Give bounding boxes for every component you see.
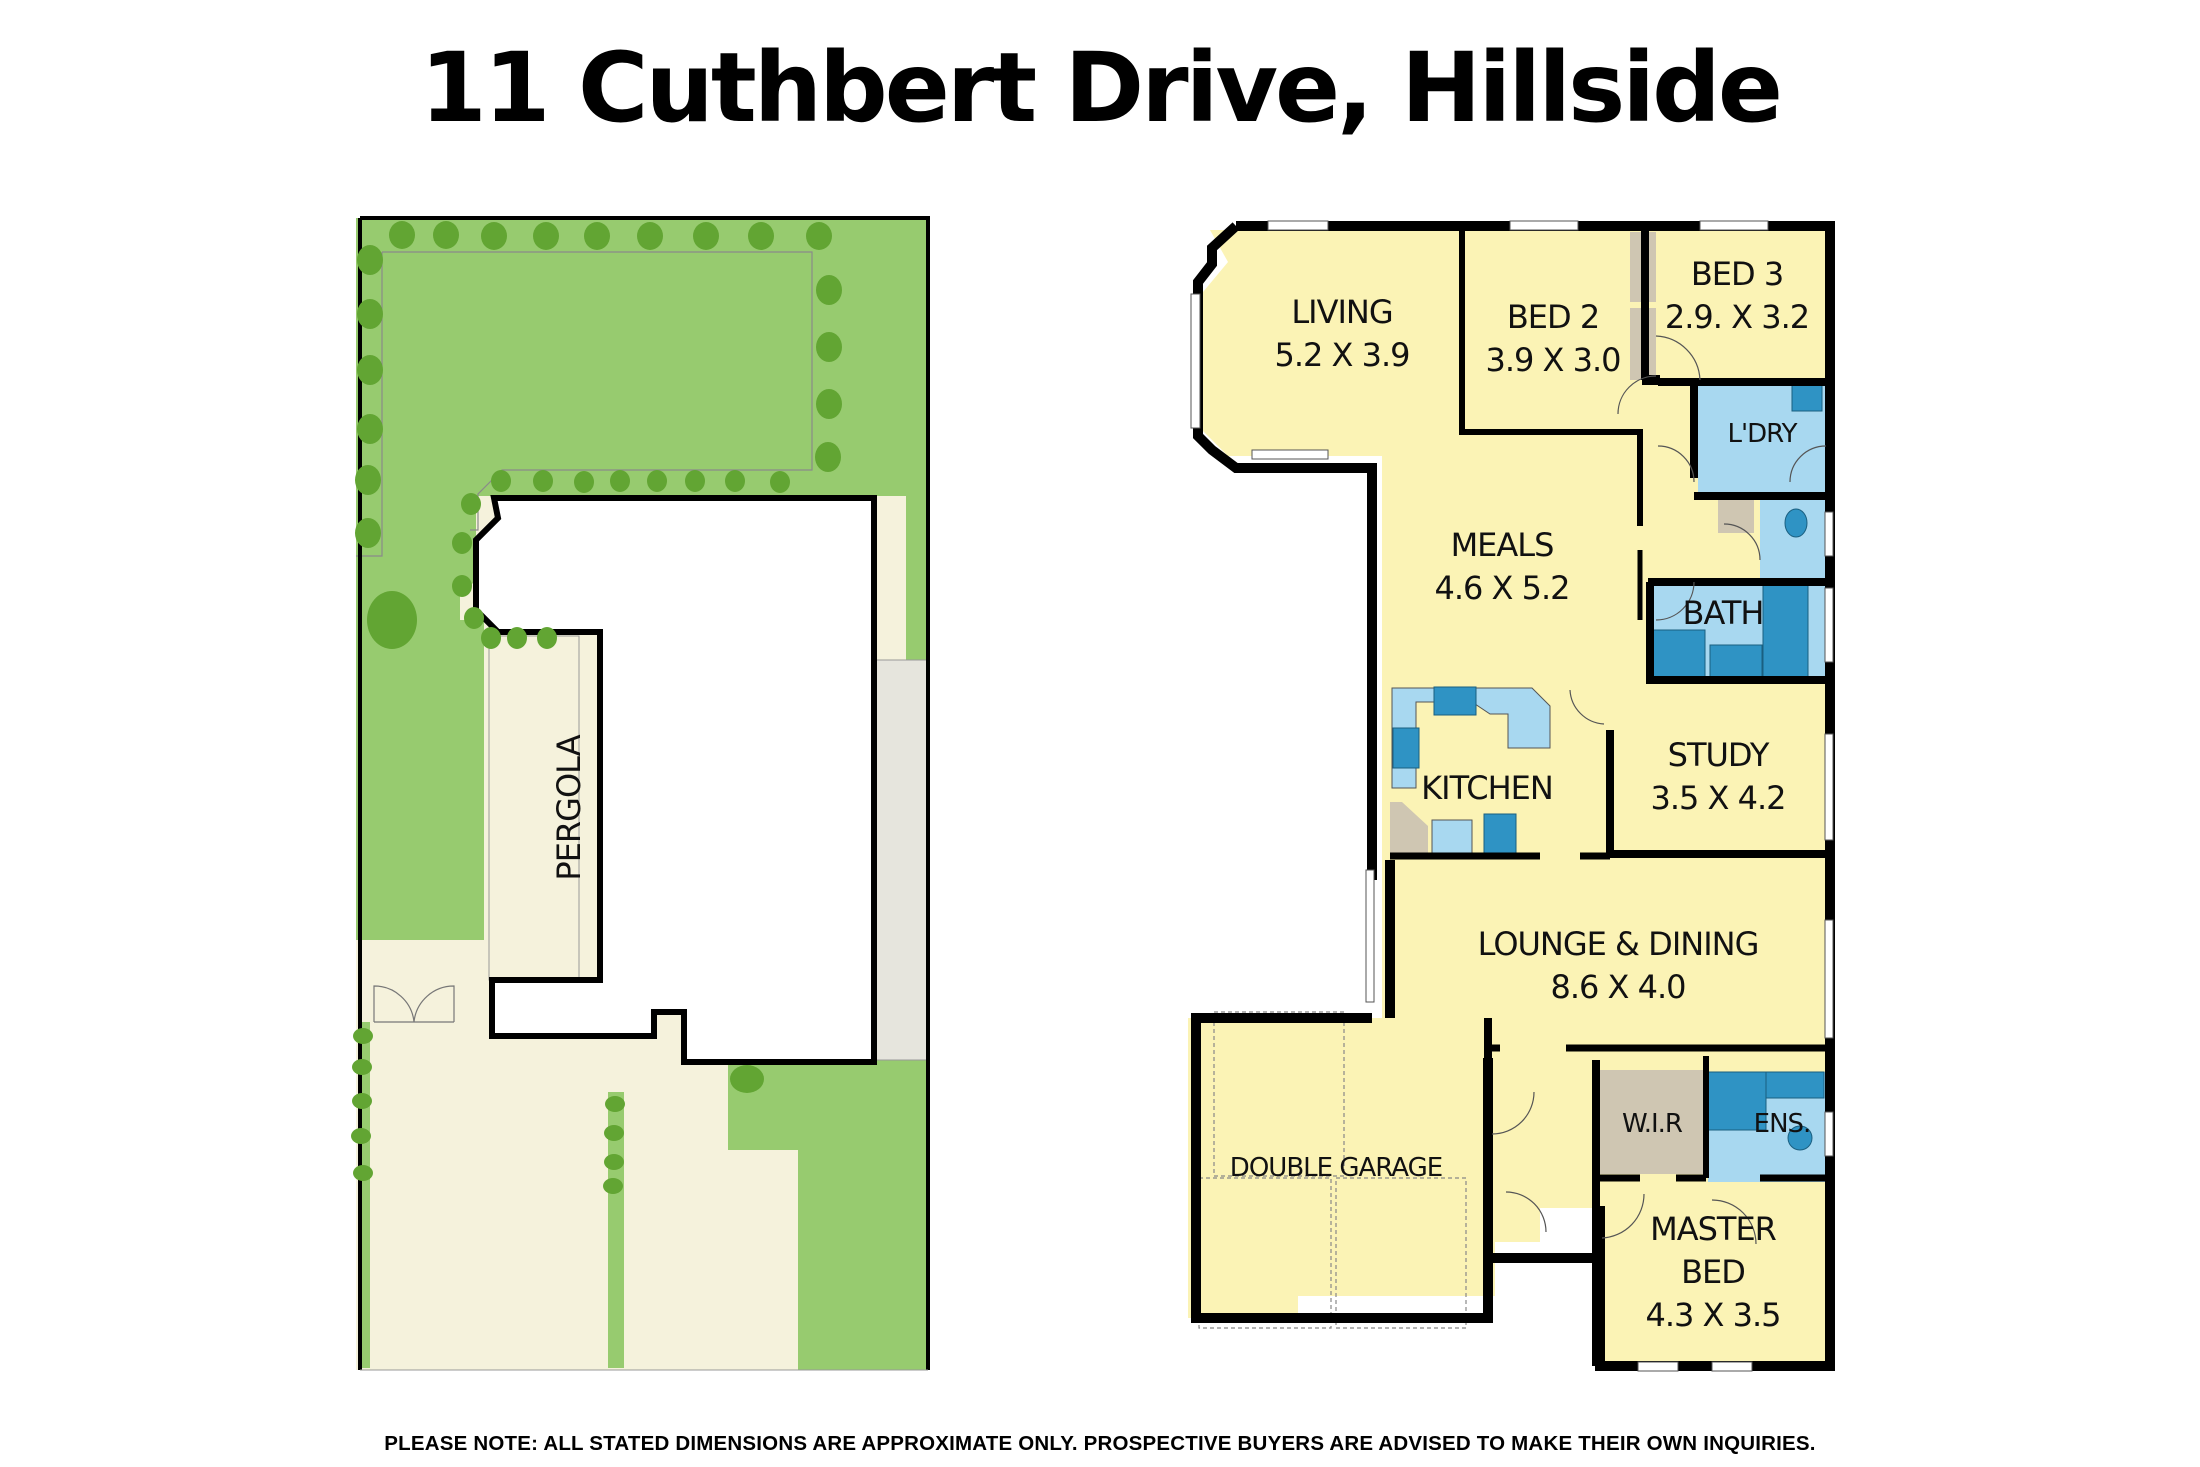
walk-in-robe [1600, 1070, 1704, 1174]
site-plan: PERGOLA [351, 216, 930, 1371]
kitchen-bench [1391, 687, 1551, 789]
pantry [1390, 802, 1428, 854]
wir-label: W.I.R [1622, 1109, 1683, 1139]
master-dims: 4.3 X 3.5 [1645, 1296, 1780, 1334]
kitchen-label: KITCHEN [1421, 769, 1553, 807]
window-icons [1190, 220, 1834, 1372]
ensuite-basin-icon [1765, 1071, 1825, 1099]
toilet-icon [1784, 508, 1808, 538]
laundry-tub-icon [1791, 382, 1823, 412]
bed2-dims: 3.9 X 3.0 [1485, 341, 1620, 379]
bathtub-icon [1762, 583, 1809, 679]
bed3-dims: 2.9. X 3.2 [1665, 298, 1809, 336]
master-label-line1: MASTER [1650, 1210, 1777, 1248]
bed3-label: BED 3 [1691, 255, 1783, 293]
tree-icons [351, 221, 842, 1194]
walls [1191, 221, 1835, 1371]
linen-cupboard [1718, 497, 1754, 533]
pergola-label: PERGOLA [550, 734, 588, 880]
garage-floor [1188, 1018, 1298, 1318]
lounge-dining-dims: 8.6 X 4.0 [1550, 968, 1685, 1006]
fridge-icon [1483, 813, 1517, 855]
laundry-label: L'DRY [1728, 419, 1798, 449]
living-label: LIVING [1291, 293, 1392, 331]
meals-label: MEALS [1451, 526, 1554, 564]
ensuite-shower-icon [1707, 1071, 1767, 1131]
backyard-lawn [356, 218, 928, 940]
master-label-line2: BED [1681, 1253, 1745, 1291]
floor-plan: LIVING 5.2 X 3.9 BED 2 3.9 X 3.0 BED 3 2… [1188, 220, 1835, 1372]
house-footprint [473, 495, 877, 1065]
study-label: STUDY [1668, 736, 1770, 774]
gate-icon [373, 985, 455, 1023]
ensuite-toilet-icon [1787, 1125, 1813, 1151]
lounge-dining-label: LOUNGE & DINING [1478, 925, 1759, 963]
cooktop-icon [1392, 727, 1420, 769]
door-icons [1491, 335, 1827, 1245]
study-dims: 3.5 X 4.2 [1650, 779, 1785, 817]
basin-icon [1709, 644, 1763, 679]
meals-dims: 4.6 X 5.2 [1434, 569, 1569, 607]
room-labels: LIVING 5.2 X 3.9 BED 2 3.9 X 3.0 BED 3 2… [1230, 255, 1812, 1334]
living-dims: 5.2 X 3.9 [1274, 336, 1409, 374]
shower-icon [1652, 629, 1706, 679]
sink-icon [1433, 686, 1477, 716]
side-lawn [356, 620, 484, 940]
garage-car-bay-1 [1213, 1011, 1345, 1177]
disclaimer-note: PLEASE NOTE: ALL STATED DIMENSIONS ARE A… [384, 1432, 1816, 1455]
bath-label: BATH [1683, 594, 1764, 632]
bed2-label: BED 2 [1507, 298, 1599, 336]
page-title: 11 Cuthbert Drive, Hillside [420, 32, 1783, 144]
garage-label: DOUBLE GARAGE [1230, 1153, 1442, 1183]
front-lawn [728, 1060, 928, 1370]
ensuite-label: ENS. [1754, 1109, 1811, 1139]
